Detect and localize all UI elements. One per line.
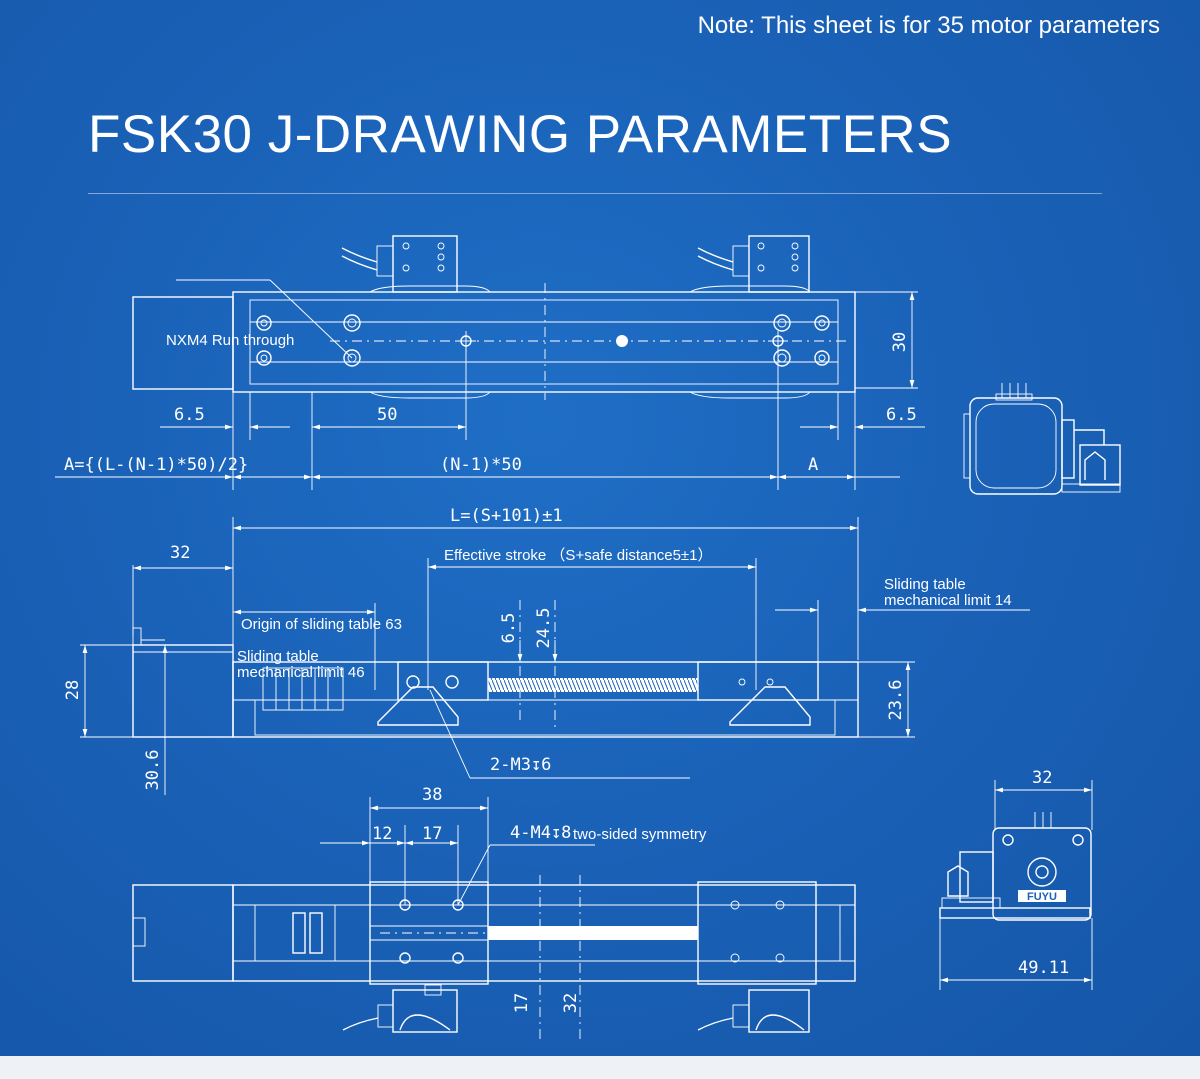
top-limit-sensor-right — [697, 235, 810, 293]
blueprint-sheet: Note: This sheet is for 35 motor paramet… — [0, 0, 1200, 1056]
dim-28: 28 — [63, 680, 83, 700]
limit-right-line1: Sliding table — [884, 576, 966, 593]
dim-end-32: 32 — [1032, 768, 1052, 788]
limit-right-line2: mechanical limit 14 — [884, 592, 1012, 609]
title-divider — [88, 193, 1102, 194]
m4-holes — [399, 899, 464, 964]
fuyu-logo: FUYU — [1027, 891, 1057, 903]
motor-note: Note: This sheet is for 35 motor paramet… — [697, 12, 1160, 39]
dim-right-6-5: 6.5 — [886, 405, 917, 425]
side-view: L=(S+101)±1 32 Effective stroke （S+safe … — [63, 506, 1030, 795]
top-end-screws — [256, 314, 830, 367]
dim-49-11: 49.11 — [1018, 958, 1069, 978]
dim-left-6-5: 6.5 — [174, 405, 205, 425]
limit-left-line2: mechanical limit 46 — [237, 664, 365, 681]
end-view-bottom: 32 FUYU 49.11 — [939, 768, 1093, 990]
dim-total-length: L=(S+101)±1 — [450, 506, 563, 526]
page-title: FSK30 J-DRAWING PARAMETERS — [88, 105, 953, 164]
origin-label: Origin of sliding table 63 — [241, 616, 402, 633]
end-view-top — [963, 383, 1121, 495]
top-rail-body — [232, 291, 856, 393]
dim-height-30: 30 — [890, 332, 910, 352]
bottom-rail — [232, 884, 856, 982]
dim-17-vertical: 17 — [512, 993, 532, 1013]
end-logo-plate — [1018, 890, 1066, 902]
bottom-strip — [0, 1056, 1200, 1079]
bottom-motor — [132, 884, 234, 982]
dim-24-5: 24.5 — [534, 608, 554, 649]
bottom-slide-table — [369, 881, 489, 985]
bottom-lead-screw — [488, 926, 698, 940]
top-through-holes — [456, 331, 788, 351]
dim-32-vertical: 32 — [561, 993, 581, 1013]
technical-drawing: NXM4 Run through 30 6.5 50 6.5 — [55, 235, 1121, 1040]
side-motor — [132, 644, 234, 738]
dim-a-formula: A={(L-(N-1)*50)/2} — [64, 455, 248, 475]
dim-motor-32: 32 — [170, 543, 190, 563]
thread-2-m3: 2-M3↧6 — [490, 755, 551, 775]
nxm4-callout: NXM4 Run through — [166, 332, 294, 349]
bottom-limit-sensors — [342, 984, 810, 1033]
dim-pitch-50: 50 — [377, 405, 397, 425]
dim-30-6: 30.6 — [143, 750, 163, 791]
dim-a: A — [808, 455, 818, 475]
top-view: NXM4 Run through 30 6.5 50 6.5 — [55, 235, 925, 490]
limit-left-line1: Sliding table — [237, 648, 319, 665]
symmetry-note: two-sided symmetry — [573, 826, 707, 843]
dim-holes-n-1: (N-1)*50 — [440, 455, 522, 475]
thread-4-m4: 4-M4↧8 — [510, 823, 571, 843]
dim-12: 12 — [372, 824, 392, 844]
effective-stroke-label: Effective stroke （S+safe distance5±1） — [444, 547, 713, 564]
dim-17-horizontal: 17 — [422, 824, 442, 844]
top-limit-sensor-left — [341, 235, 458, 293]
end-motor-face — [992, 827, 1092, 921]
top-rail-inner — [249, 299, 839, 385]
dim-6-5-vertical: 6.5 — [499, 613, 519, 644]
dim-38: 38 — [422, 785, 442, 805]
side-slide-table — [397, 661, 489, 701]
dim-23-6: 23.6 — [886, 680, 906, 721]
bottom-view: 38 12 17 4-M4↧8 two-sided symmetry — [132, 785, 856, 1040]
